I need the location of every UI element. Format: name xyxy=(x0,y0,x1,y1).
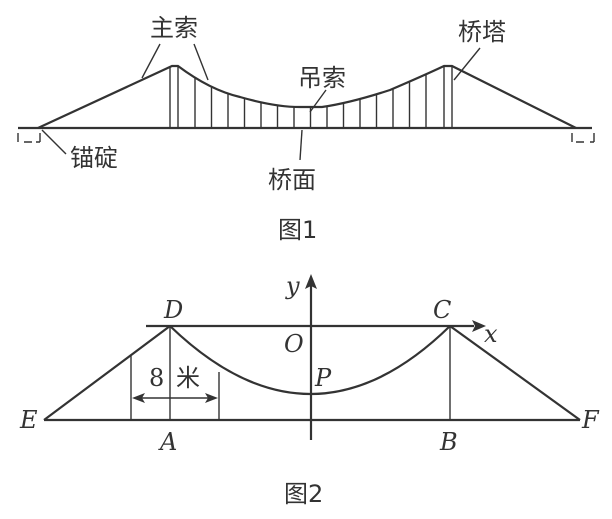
y-axis-arrow-icon xyxy=(305,274,317,289)
point-O: O xyxy=(284,330,304,358)
point-F: F xyxy=(581,406,600,434)
label-main-cable: 主索 xyxy=(150,14,198,42)
leader-main-cable xyxy=(141,43,161,79)
figure-2: 8 米 D C O P E F A B y x 图2 xyxy=(19,272,600,508)
dimension-unit: 米 xyxy=(176,364,200,392)
point-E: E xyxy=(19,406,38,434)
y-axis-label: y xyxy=(285,272,300,300)
label-hanger: 吊索 xyxy=(298,64,346,92)
leader-deck xyxy=(299,129,303,161)
hangers xyxy=(194,74,427,128)
left-anchor-block xyxy=(17,133,41,143)
line-CF xyxy=(449,325,581,421)
point-D: D xyxy=(163,296,183,324)
point-C: C xyxy=(433,296,451,324)
point-B: B xyxy=(439,428,458,456)
right-anchor-block xyxy=(571,133,595,143)
point-P: P xyxy=(314,364,332,392)
caption-figure-1: 图1 xyxy=(278,216,317,244)
leader-anchor xyxy=(41,129,67,155)
figure-1: 主索 桥塔 吊索 锚碇 桥面 图1 xyxy=(17,14,595,244)
point-A: A xyxy=(158,428,177,456)
leader-hanger xyxy=(309,89,327,113)
label-tower: 桥塔 xyxy=(458,18,506,46)
leader-tower xyxy=(453,47,481,81)
line-ED xyxy=(43,325,171,421)
x-axis-label: x xyxy=(484,320,498,348)
parabola-DPC xyxy=(169,325,451,395)
x-axis-arrow-icon xyxy=(472,320,486,332)
label-deck: 桥面 xyxy=(268,166,316,194)
dimension-value: 8 xyxy=(149,364,164,392)
caption-figure-2: 图2 xyxy=(284,480,323,508)
label-anchor: 锚碇 xyxy=(70,144,118,172)
leader-main-cable xyxy=(193,43,209,81)
